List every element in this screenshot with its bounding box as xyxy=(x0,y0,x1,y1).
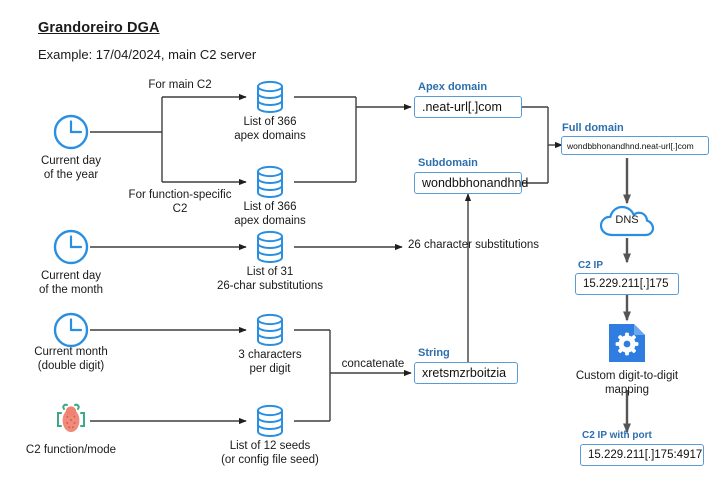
label-full-domain: Full domain xyxy=(562,122,624,134)
label-string: String xyxy=(418,347,450,359)
edge-label-concatenate: concatenate xyxy=(341,358,405,370)
store-label-26-char-substitutions: List of 31 26-char substitutions xyxy=(216,266,324,292)
value-c2-ip-with-port[interactable]: 15.229.211[.]175:4917 xyxy=(580,444,704,466)
store-label-apex-domains-function: List of 366 apex domains xyxy=(234,201,306,227)
database-icon xyxy=(254,230,286,269)
label-c2-ip-with-port: C2 IP with port xyxy=(582,430,652,441)
edge-label-for-main-c2: For main C2 xyxy=(148,79,212,91)
database-icon xyxy=(254,404,286,443)
value-c2-ip[interactable]: 15.229.211[.]175 xyxy=(575,273,679,295)
page-title: Grandoreiro DGA xyxy=(38,20,160,36)
label-c2-ip: C2 IP xyxy=(578,260,604,271)
value-apex-domain[interactable]: .neat-url[.]com xyxy=(414,96,522,118)
input-label-current-month: Current month (double digit) xyxy=(34,346,108,372)
store-label-12-seeds: List of 12 seeds (or config file seed) xyxy=(221,440,319,466)
file-gear-icon xyxy=(607,322,647,369)
dns-label: DNS xyxy=(615,214,639,226)
cloud-icon xyxy=(599,204,655,243)
database-icon xyxy=(254,165,286,204)
edge-label-for-function-specific-c2: For function-specific C2 xyxy=(128,189,232,215)
database-icon xyxy=(254,313,286,352)
input-label-c2-function-mode: C2 function/mode xyxy=(25,444,117,456)
label-apex-domain: Apex domain xyxy=(418,81,488,93)
input-label-current-day-of-month: Current day of the month xyxy=(39,270,103,296)
clock-icon xyxy=(52,113,90,156)
clock-icon xyxy=(52,311,90,354)
value-string[interactable]: xretsmzrboitzia xyxy=(414,362,518,384)
value-full-domain[interactable]: wondbbhonandhnd.neat-url[.]com xyxy=(561,136,709,155)
bug-icon xyxy=(54,402,88,443)
database-icon xyxy=(254,80,286,119)
store-label-apex-domains-main: List of 366 apex domains xyxy=(234,116,306,142)
mapping-label: Custom digit-to-digit mapping xyxy=(575,370,679,396)
value-subdomain[interactable]: wondbbhonandhnd xyxy=(414,172,528,194)
store-label-3-characters-per-digit: 3 characters per digit xyxy=(238,349,302,375)
clock-icon xyxy=(52,228,90,271)
label-subdomain: Subdomain xyxy=(418,157,478,169)
input-label-current-day-of-year: Current day of the year xyxy=(40,155,102,181)
page-subtitle: Example: 17/04/2024, main C2 server xyxy=(38,47,257,62)
edge-label-26-character-substitutions: 26 character substitutions xyxy=(408,239,540,251)
